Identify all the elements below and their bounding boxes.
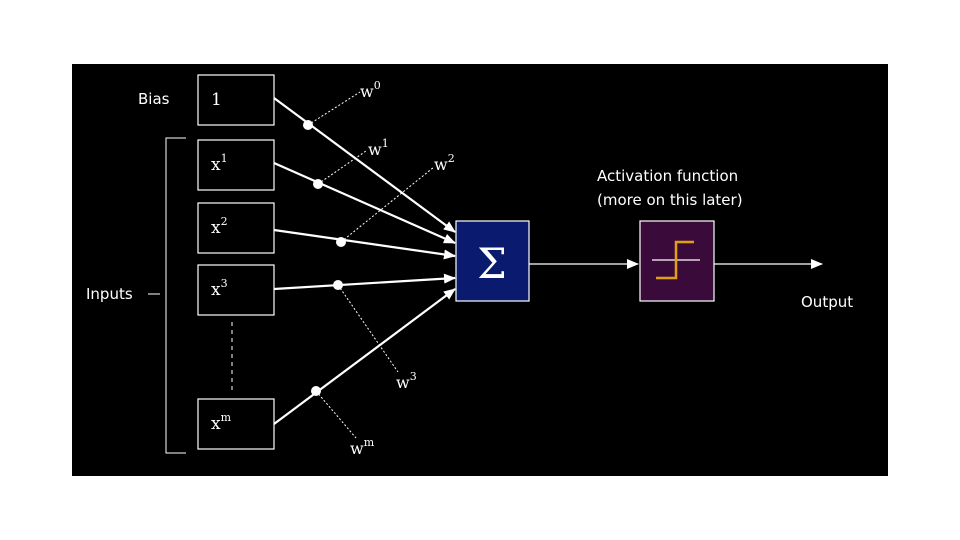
activation-label-line2: (more on this later) (597, 191, 743, 209)
input-node-x2: x2 (197, 202, 275, 254)
input-node-x1: x1 (197, 139, 275, 191)
input-node-x3: x3 (197, 264, 275, 316)
step-function-icon (656, 240, 694, 280)
connection-x3 (273, 273, 456, 291)
weight-label-wm: wm (350, 436, 375, 458)
inputs-label: Inputs (86, 285, 133, 303)
svg-text:x1: x1 (211, 152, 228, 175)
xm-sup: m (221, 411, 232, 424)
bias-node-value: 1 (211, 90, 222, 110)
x3-sup: 3 (221, 277, 228, 290)
output-label: Output (801, 293, 853, 311)
connection-xm (273, 288, 456, 425)
svg-text:x2: x2 (211, 215, 228, 238)
svg-text:xm: xm (211, 411, 232, 434)
connection-x1 (273, 161, 456, 245)
x2-base: x (211, 218, 221, 238)
x2-sup: 2 (221, 215, 228, 228)
svg-text:1: 1 (211, 90, 222, 110)
inputs-bracket (165, 137, 186, 454)
weight-label-w2: w2 (434, 152, 455, 174)
connection-x2 (273, 228, 456, 260)
activation-label-line1: Activation function (597, 167, 738, 185)
x1-sup: 1 (221, 152, 228, 165)
sum-symbol: Σ (477, 239, 507, 288)
input-node-xm: xm (197, 398, 275, 450)
svg-text:x3: x3 (211, 277, 228, 300)
weight-label-w0: w0 (360, 79, 381, 101)
weight-label-w3: w3 (396, 370, 417, 392)
connection-bias (273, 97, 456, 233)
sum-node: Σ (455, 220, 530, 302)
weight-dots (303, 120, 346, 396)
x3-base: x (211, 280, 221, 300)
bias-node: 1 (197, 74, 275, 126)
weight-label-w1: w1 (368, 137, 389, 159)
weight-leaders (307, 91, 435, 439)
x1-base: x (211, 155, 221, 175)
activation-node (639, 220, 715, 302)
weighted-connections (273, 97, 456, 425)
bias-label: Bias (138, 90, 170, 108)
xm-base: x (211, 414, 221, 434)
